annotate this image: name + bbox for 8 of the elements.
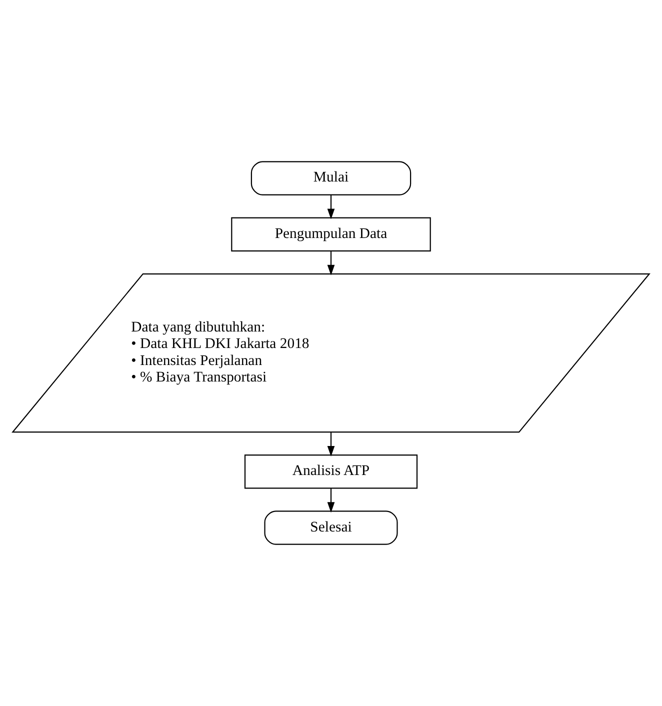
arrow [327,251,335,276]
arrow [327,432,335,457]
node-box: Mulai [250,161,412,196]
arrow [327,194,335,220]
node-box: Analisis ATP [244,454,418,489]
arrow [327,488,335,513]
node-box: Pengumpulan Data [231,217,431,252]
node-box: Selesai [264,510,398,545]
